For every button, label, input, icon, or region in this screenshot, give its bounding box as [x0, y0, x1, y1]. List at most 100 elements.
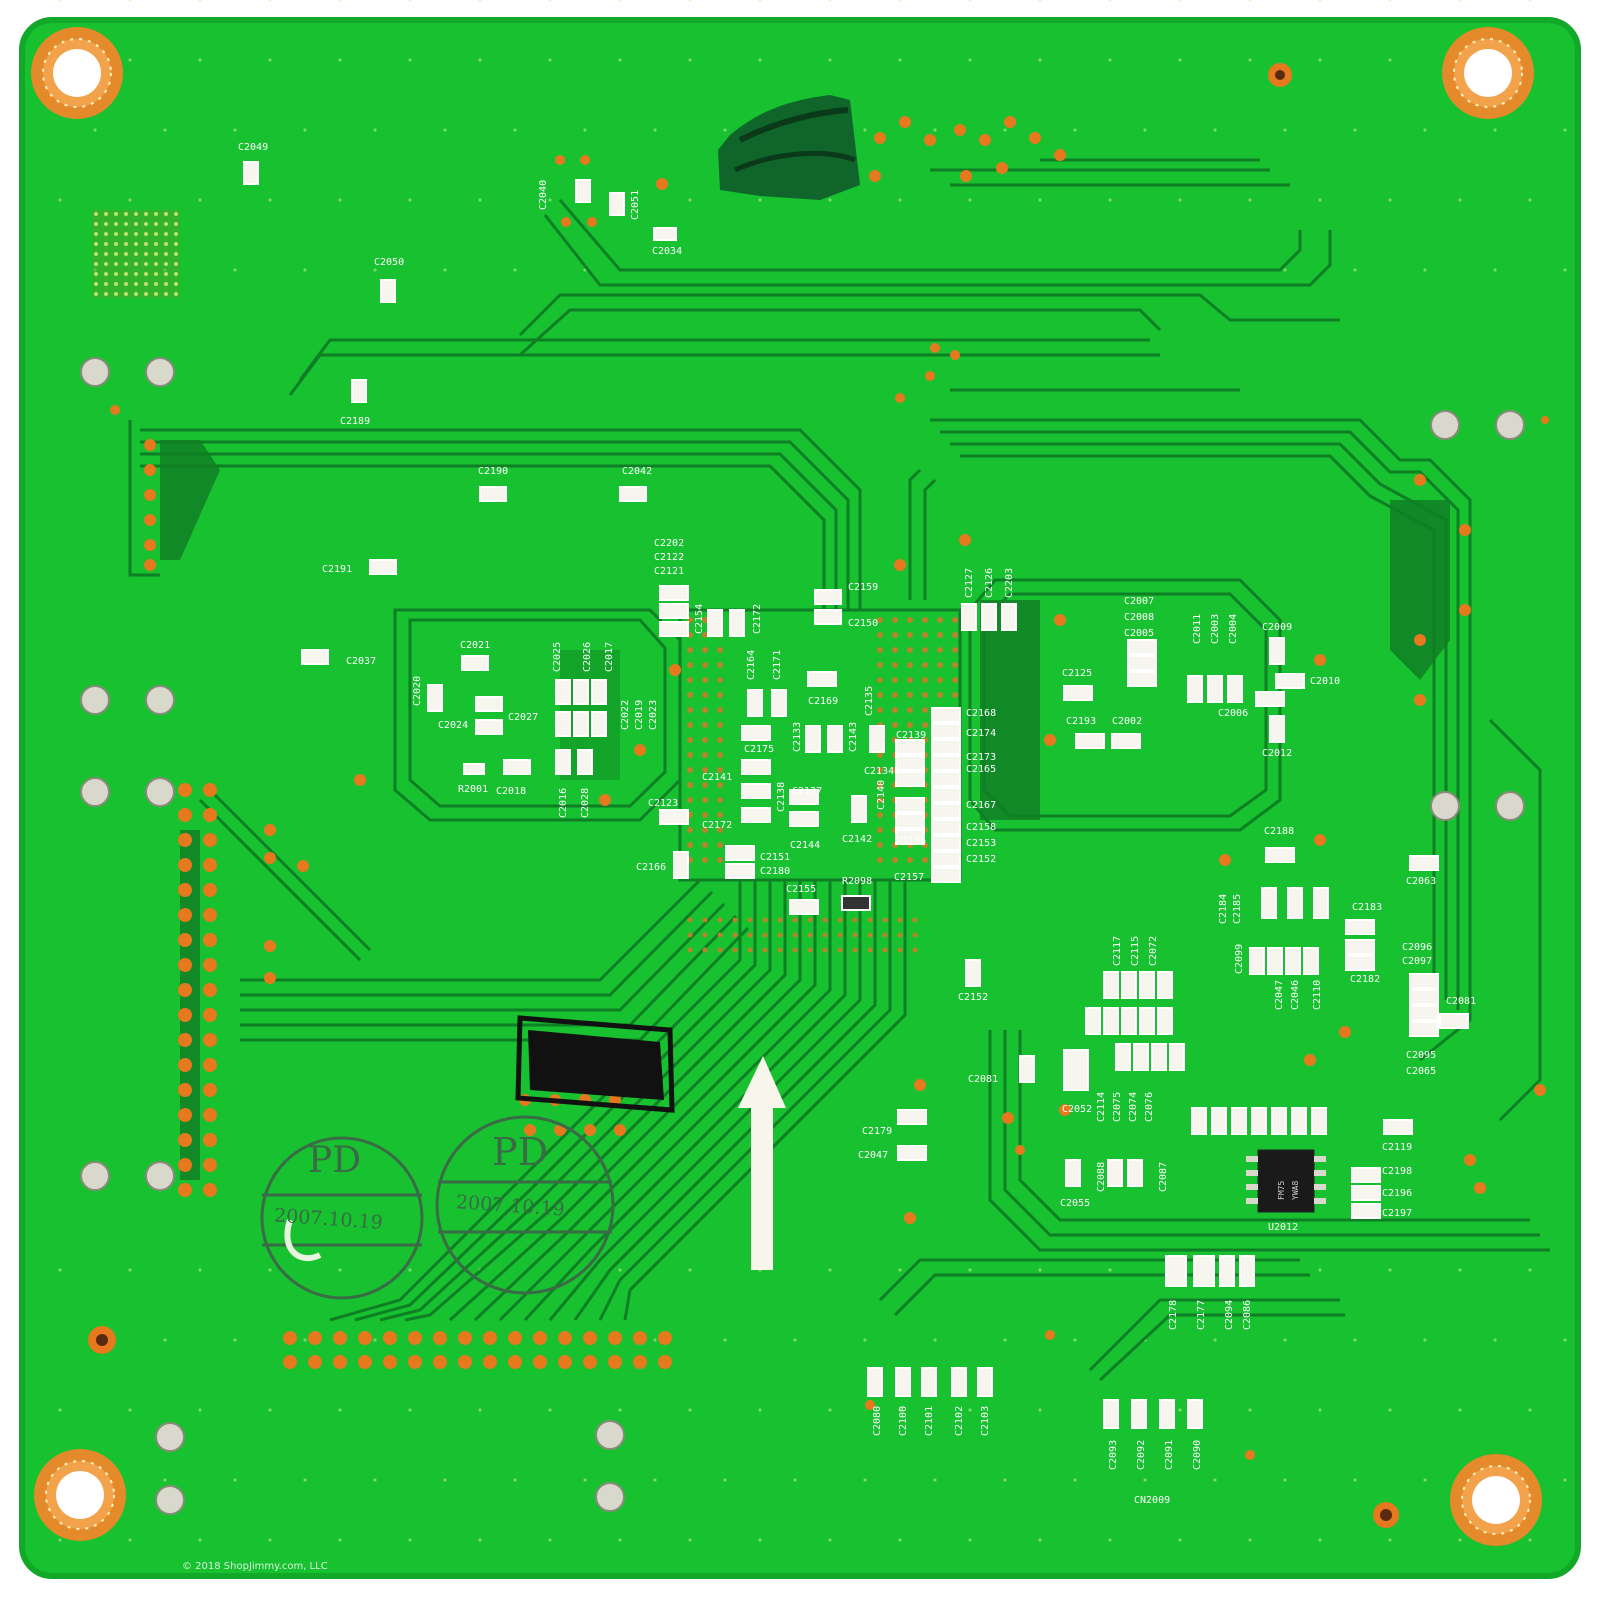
label-c2198: C2198	[1382, 1166, 1412, 1177]
label-c2026: C2026	[582, 642, 593, 672]
label-c2002: C2002	[1112, 716, 1142, 727]
label-cn2009: CN2009	[1134, 1495, 1170, 1506]
marker-scribbles	[515, 95, 860, 1113]
chip-markings: FM75 YWA8	[1277, 1181, 1300, 1200]
left-pin-header	[144, 439, 276, 1197]
label-c2006: C2006	[1218, 708, 1248, 719]
label-c2123: C2123	[648, 798, 678, 809]
orange-vias	[88, 63, 1399, 1528]
label-c2003: C2003	[1210, 614, 1221, 644]
label-c2167: C2167	[966, 800, 996, 811]
chip-mark-2: YWA8	[1291, 1181, 1300, 1200]
label-c2101: C2101	[924, 1406, 935, 1436]
label-c2011: C2011	[1192, 614, 1203, 644]
label-c2172a: C2172	[752, 604, 763, 634]
label-c2144: C2144	[790, 840, 820, 851]
label-c2134: C2134	[864, 766, 894, 777]
label-c2184: C2184	[1218, 894, 1229, 924]
label-c2188: C2188	[1264, 826, 1294, 837]
copyright-watermark: © 2018 ShopJimmy.com, LLC	[182, 1561, 328, 1572]
label-c2063: C2063	[1406, 876, 1436, 887]
label-c2152a: C2152	[966, 854, 996, 865]
label-c2197: C2197	[1382, 1208, 1412, 1219]
label-c2042: C2042	[622, 466, 652, 477]
label-c2046: C2046	[1290, 980, 1301, 1010]
label-c2055: C2055	[1060, 1198, 1090, 1209]
label-c2152b: C2152	[958, 992, 988, 1003]
label-c2103: C2103	[980, 1406, 991, 1436]
label-c2023: C2023	[648, 700, 659, 730]
label-c2004: C2004	[1228, 614, 1239, 644]
label-c2052: C2052	[1062, 1104, 1092, 1115]
stamp-left-top: PD	[308, 1140, 361, 1181]
label-c2172b: C2172	[702, 820, 732, 831]
label-c2171: C2171	[772, 650, 783, 680]
label-c2182: C2182	[1350, 974, 1380, 985]
label-c2020: C2020	[412, 676, 423, 706]
label-c2189: C2189	[340, 416, 370, 427]
label-c2150: C2150	[848, 618, 878, 629]
label-c2022: C2022	[620, 700, 631, 730]
label-c2096: C2096	[1402, 942, 1432, 953]
label-c2155: C2155	[786, 884, 816, 895]
label-c2081a: C2081	[1446, 996, 1476, 1007]
label-c2119: C2119	[1382, 1142, 1412, 1153]
label-c2153: C2153	[966, 838, 996, 849]
label-c2141: C2141	[702, 772, 732, 783]
label-c2175: C2175	[744, 744, 774, 755]
label-r2098: R2098	[842, 876, 872, 887]
label-c2143: C2143	[848, 722, 859, 752]
via-texture	[58, 0, 1567, 1542]
label-c2100: C2100	[898, 1406, 909, 1436]
label-c2151: C2151	[760, 852, 790, 863]
label-c2091: C2091	[1164, 1440, 1175, 1470]
label-c2125: C2125	[1062, 668, 1092, 679]
orientation-arrow	[738, 1056, 786, 1270]
label-c2087: C2087	[1158, 1162, 1169, 1192]
label-c2121: C2121	[654, 566, 684, 577]
label-c2094: C2094	[1224, 1300, 1235, 1330]
label-c2007: C2007	[1124, 596, 1154, 607]
label-c2010: C2010	[1310, 676, 1340, 687]
label-c2165: C2165	[966, 764, 996, 775]
label-c2009: C2009	[1262, 622, 1292, 633]
label-c2115: C2115	[1130, 936, 1141, 966]
label-c2122: C2122	[654, 552, 684, 563]
label-c2021: C2021	[460, 640, 490, 651]
label-c2076: C2076	[1144, 1092, 1155, 1122]
label-c2005: C2005	[1124, 628, 1154, 639]
label-u2012: U2012	[1268, 1222, 1298, 1233]
label-c2179: C2179	[862, 1126, 892, 1137]
label-c2183: C2183	[1352, 902, 1382, 913]
label-c2174: C2174	[966, 728, 996, 739]
label-c2099: C2099	[1234, 944, 1245, 974]
label-c2034: C2034	[652, 246, 682, 257]
bga-footprint	[92, 210, 180, 298]
label-c2088: C2088	[1096, 1162, 1107, 1192]
label-c2081b: C2081	[968, 1074, 998, 1085]
label-c2185: C2185	[1232, 894, 1243, 924]
smd-components	[243, 161, 1469, 1429]
label-c2097: C2097	[1402, 956, 1432, 967]
label-c2158: C2158	[966, 822, 996, 833]
label-c2164: C2164	[746, 650, 757, 680]
label-c2140: C2140	[876, 780, 887, 810]
label-c2137: C2137	[792, 786, 822, 797]
label-c2178: C2178	[1168, 1300, 1179, 1330]
chip-u2012	[1246, 1149, 1326, 1213]
label-c2154: C2154	[694, 604, 705, 634]
label-c2102: C2102	[954, 1406, 965, 1436]
label-c2157: C2157	[894, 872, 924, 883]
label-c2047b: C2047	[858, 1150, 888, 1161]
label-c2093: C2093	[1108, 1440, 1119, 1470]
label-c2136: C2136	[896, 836, 926, 847]
label-c2049: C2049	[238, 142, 268, 153]
label-c2025: C2025	[552, 642, 563, 672]
label-c2173: C2173	[966, 752, 996, 763]
stamp-text: PD 2007.10.19 PD 2007.10.19	[273, 1130, 565, 1234]
test-pads	[110, 116, 1549, 1460]
label-c2080: C2080	[872, 1406, 883, 1436]
label-c2203: C2203	[1004, 568, 1015, 598]
